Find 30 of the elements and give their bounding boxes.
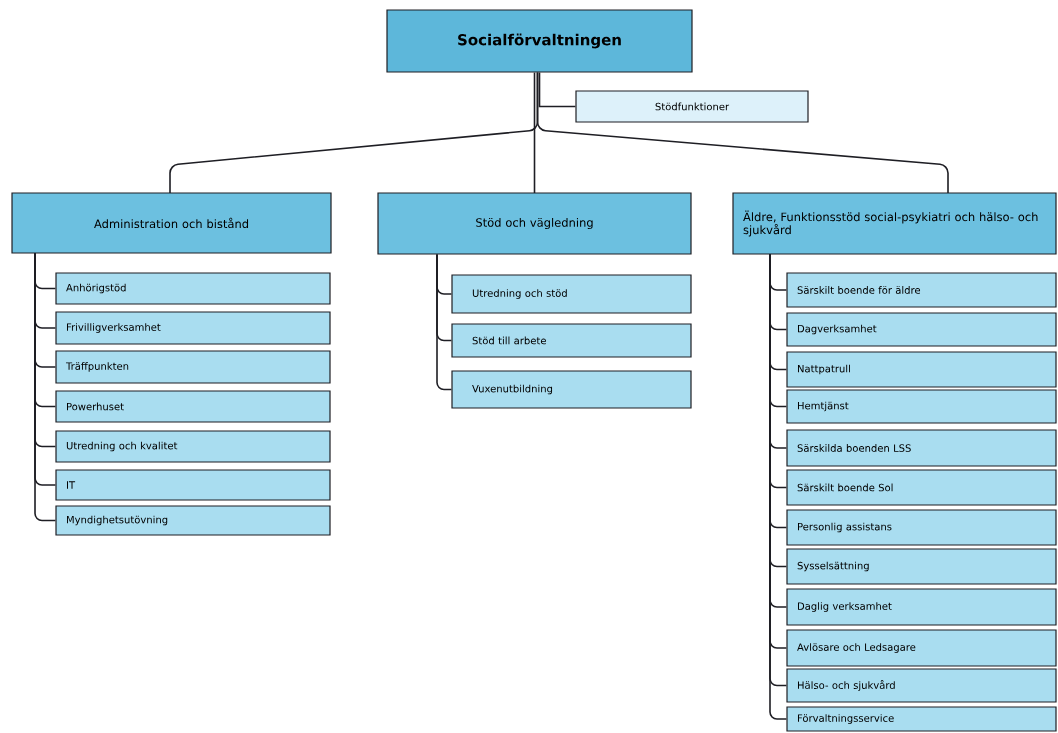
support-box: Stödfunktioner bbox=[575, 90, 809, 123]
unit-box: Sysselsättning bbox=[786, 548, 1057, 585]
unit-box: Hemtjänst bbox=[786, 389, 1057, 424]
unit-box: Träffpunkten bbox=[55, 350, 331, 384]
unit-box: Stöd till arbete bbox=[451, 323, 692, 358]
department-box: Äldre, Funktionsstöd social-psykiatri och hälso- och sjukvård bbox=[732, 192, 1057, 255]
unit-box: Förvaltningsservice bbox=[786, 706, 1057, 732]
unit-box: Särskilda boenden LSS bbox=[786, 429, 1057, 467]
department-box: Administration och bistånd bbox=[11, 192, 332, 254]
connector-line bbox=[538, 71, 577, 108]
unit-box: IT bbox=[55, 469, 331, 501]
connector-line bbox=[533, 71, 536, 194]
unit-box: Anhörigstöd bbox=[55, 272, 331, 305]
unit-box: Särskilt boende för äldre bbox=[786, 272, 1057, 308]
unit-box: Utredning och stöd bbox=[451, 274, 692, 314]
top-box: Socialförvaltningen bbox=[386, 9, 693, 73]
unit-box: Personlig assistans bbox=[786, 509, 1057, 546]
connector-line bbox=[536, 71, 949, 194]
unit-box: Utredning och kvalitet bbox=[55, 430, 331, 463]
unit-box: Särskilt boende Sol bbox=[786, 469, 1057, 506]
unit-box: Avlösare och Ledsagare bbox=[786, 629, 1057, 667]
unit-box: Vuxenutbildning bbox=[451, 370, 692, 409]
unit-box: Powerhuset bbox=[55, 390, 331, 423]
unit-box: Myndighetsutövning bbox=[55, 505, 331, 536]
unit-box: Frivilligverksamhet bbox=[55, 311, 331, 345]
unit-box: Hälso- och sjukvård bbox=[786, 668, 1057, 703]
unit-box: Dagverksamhet bbox=[786, 312, 1057, 347]
unit-box: Nattpatrull bbox=[786, 351, 1057, 388]
department-box: Stöd och vägledning bbox=[377, 192, 692, 255]
unit-box: Daglig verksamhet bbox=[786, 588, 1057, 626]
